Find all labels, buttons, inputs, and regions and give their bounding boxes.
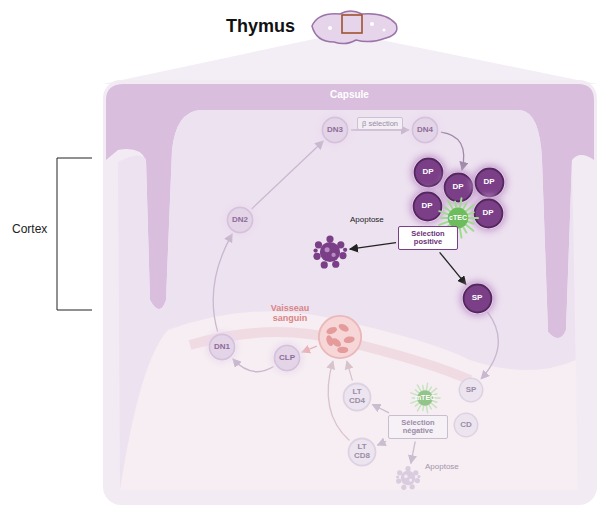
- process-box: Sélection négative: [388, 415, 448, 440]
- region-label: Cortex: [12, 222, 47, 236]
- thymocyte-circle: SP: [458, 377, 484, 403]
- edge-label: β sélection: [357, 117, 403, 130]
- thymocyte-circle: DN3: [321, 116, 349, 144]
- lymphocyte-circle: LT CD8: [347, 437, 377, 467]
- connector-arrow: [302, 346, 317, 352]
- connector-arrow: [351, 129, 409, 130]
- connector-arrow: [233, 359, 274, 372]
- dendritic-cell: CD: [453, 412, 479, 438]
- connector-arrow: [481, 312, 498, 379]
- apoptotic-cell: Apoptose: [395, 465, 421, 491]
- thymocyte-circle: DP: [413, 157, 444, 188]
- cortex-bracket: [57, 158, 92, 310]
- medulla: [120, 311, 578, 490]
- thymocyte-circle: DP: [412, 191, 443, 222]
- node-text: DN1: [214, 343, 230, 352]
- node-text: SP: [466, 386, 477, 395]
- apoptotic-cell: Apoptose: [312, 234, 348, 270]
- node-text: CD: [460, 421, 472, 430]
- thymocyte-circle: SP: [462, 283, 493, 314]
- node-text: CLP: [279, 354, 295, 363]
- blood-vessel: Vaisseau sanguin: [317, 314, 363, 360]
- progenitor-circle: CLP: [273, 344, 301, 372]
- node-text: Sélection positive: [403, 230, 453, 247]
- thymocyte-circle: DN2: [226, 206, 254, 234]
- connector-arrow: [213, 234, 232, 332]
- node-text: Sélection négative: [393, 419, 443, 436]
- thymocyte-circle: DN4: [411, 116, 439, 144]
- node-text: cTEC: [449, 214, 467, 222]
- process-box: Sélection positive: [398, 226, 458, 251]
- panel: [103, 80, 597, 505]
- thymocyte-circle: DN1: [208, 333, 236, 361]
- connector-arrow: [350, 243, 396, 250]
- node-text: LT CD4: [346, 388, 368, 406]
- lymphocyte-circle: LT CD4: [342, 382, 372, 412]
- capsule-label: Capsule: [330, 89, 369, 100]
- node-text: DP: [452, 183, 463, 192]
- node-text: Vaisseau sanguin: [267, 304, 313, 324]
- epithelial-cell: mTEC: [410, 383, 440, 413]
- cortex-ground: [118, 110, 578, 490]
- connector-arrow: [441, 132, 464, 170]
- title: Thymus: [226, 16, 295, 37]
- connector-arrow: [372, 405, 389, 413]
- node-text: Apoptose: [425, 463, 459, 472]
- node-text: LT CD8: [351, 443, 373, 461]
- thymocyte-circle: DP: [474, 167, 505, 198]
- thymocyte-circle: DP: [443, 172, 474, 203]
- node-text: DN3: [327, 126, 343, 135]
- node-text: DP: [421, 202, 432, 211]
- thymus-icon: [312, 11, 397, 44]
- node-text: mTEC: [415, 394, 435, 402]
- node-text: DP: [482, 209, 493, 218]
- connector-arrow: [378, 441, 387, 445]
- node-text: DN2: [232, 216, 248, 225]
- connector-arrow: [347, 361, 353, 381]
- connector-arrow: [411, 441, 415, 463]
- node-text: DP: [483, 178, 494, 187]
- node-text: DP: [422, 168, 433, 177]
- connector-arrow: [252, 141, 324, 209]
- node-text: DN4: [417, 126, 433, 135]
- thymocyte-circle: DP: [473, 198, 504, 229]
- connector-arrow: [440, 252, 466, 284]
- node-text: SP: [472, 294, 483, 303]
- node-text: Apoptose: [350, 216, 384, 225]
